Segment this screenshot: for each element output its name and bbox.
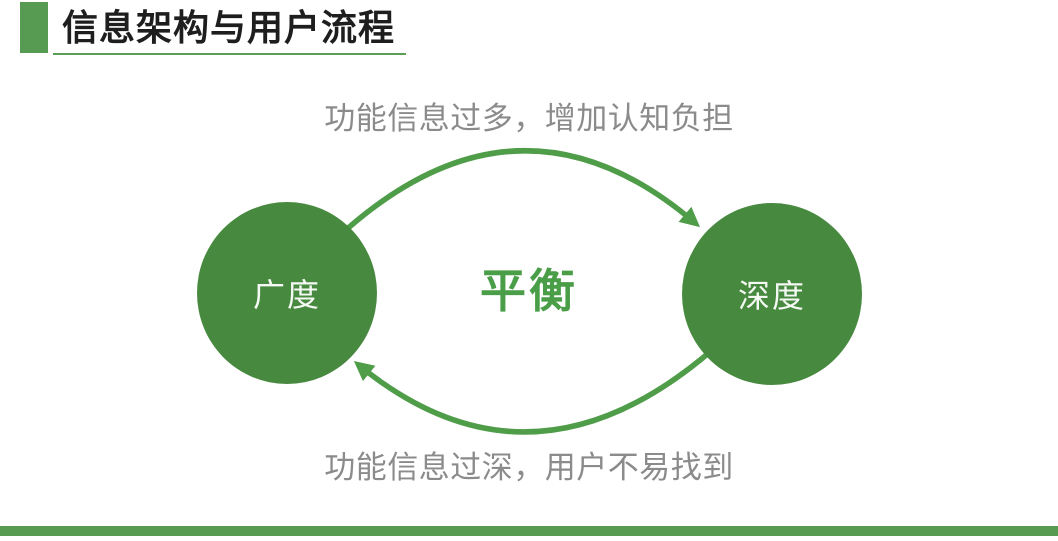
depth-label: 深度 <box>737 278 806 314</box>
breadth-circle: 广度 <box>197 202 377 384</box>
bottom-caption: 功能信息过深，用户不易找到 <box>324 450 734 485</box>
title-accent-bar <box>20 2 48 53</box>
page-title: 信息架构与用户流程 <box>62 7 396 48</box>
top-caption: 功能信息过多，增加认知负担 <box>324 101 734 136</box>
balance-label: 平衡 <box>480 265 578 317</box>
depth-circle: 深度 <box>682 203 862 385</box>
arrow-bottom-arc <box>353 348 714 435</box>
title-underline <box>53 53 406 55</box>
breadth-label: 广度 <box>252 277 321 313</box>
arrow-top-arc <box>344 148 701 232</box>
footer-accent-bar <box>0 526 1058 536</box>
